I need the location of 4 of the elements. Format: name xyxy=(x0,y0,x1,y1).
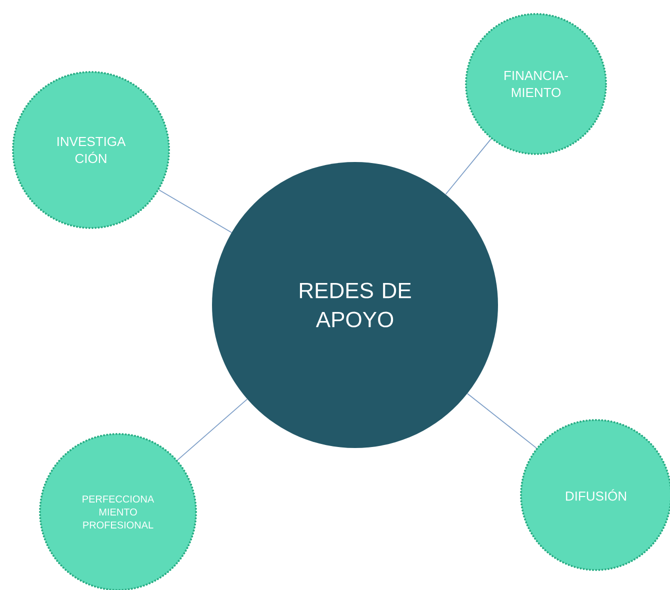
connector-line xyxy=(467,393,537,448)
connector-line xyxy=(158,190,232,233)
connector-line xyxy=(177,398,248,460)
connector-line xyxy=(445,138,492,195)
